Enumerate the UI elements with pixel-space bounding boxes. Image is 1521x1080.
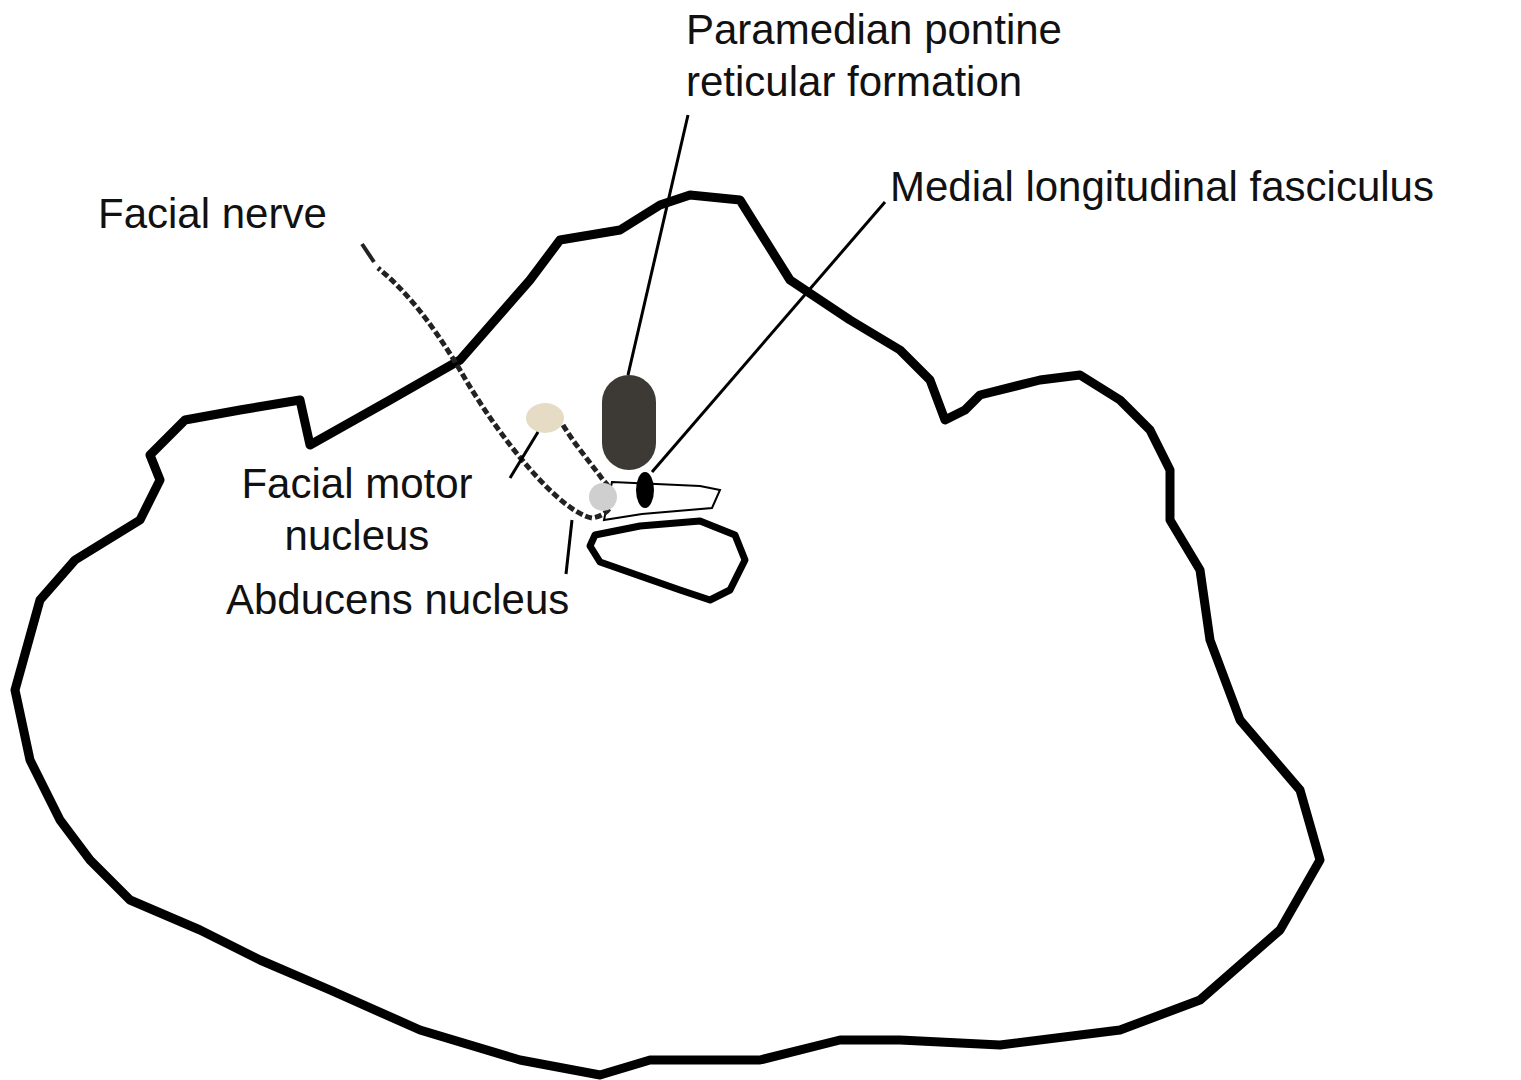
leader-line	[652, 202, 885, 472]
pons-outline	[15, 195, 1320, 1075]
leader-line	[628, 115, 688, 375]
anatomy-label: Facial nerve	[98, 188, 327, 240]
mlf	[636, 472, 654, 508]
leader-line	[566, 520, 572, 574]
leader-line	[510, 432, 538, 478]
anatomy-label: Medial longitudinal fasciculus	[890, 161, 1434, 213]
facial-nerve-root	[362, 244, 374, 262]
abducens-nucleus	[589, 483, 617, 511]
pprf	[602, 375, 656, 470]
anatomy-label: Abducens nucleus	[226, 574, 569, 626]
anatomy-label: Facial motor nucleus	[212, 458, 502, 562]
facial-motor-nucleus	[526, 403, 564, 433]
white-region	[604, 482, 720, 520]
anatomy-label: Paramedian pontine reticular formation	[686, 4, 1156, 108]
fourth-ventricle	[590, 521, 745, 600]
